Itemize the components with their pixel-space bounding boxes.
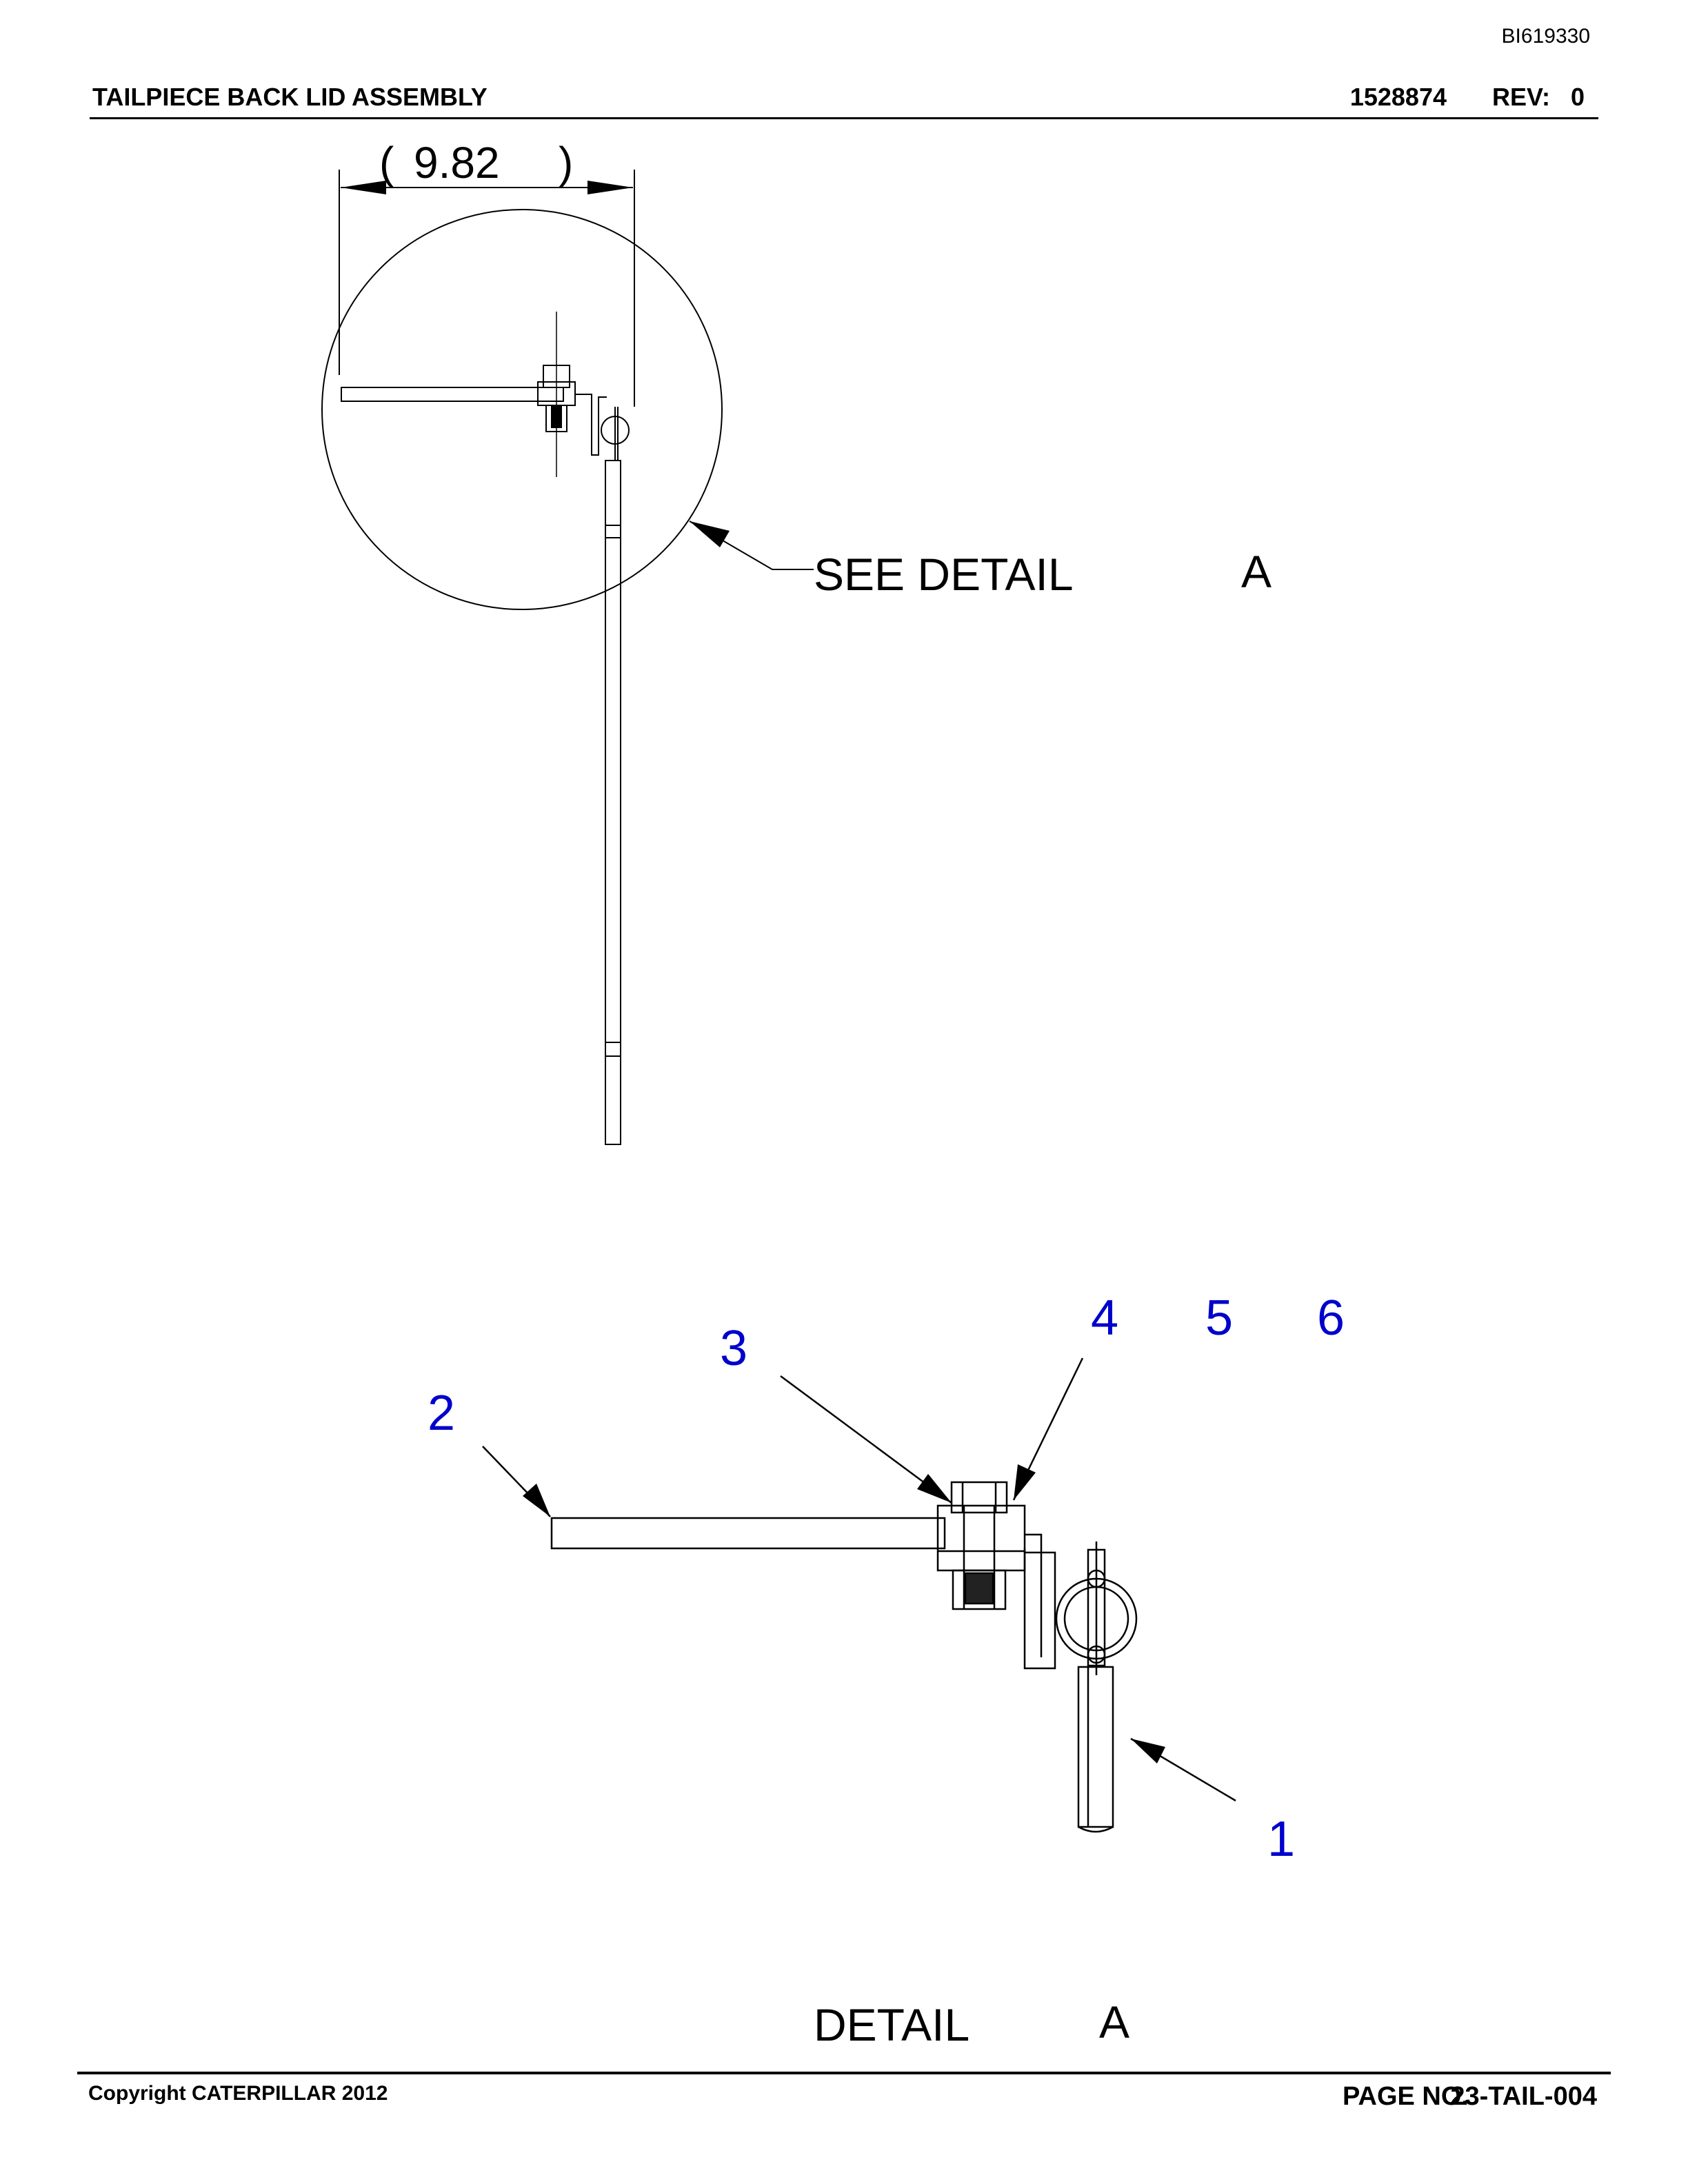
callout-2: 2	[428, 1386, 455, 1441]
detail-circle	[321, 209, 723, 610]
detail-thread	[964, 1572, 994, 1605]
dimension-value: 9.82	[414, 138, 500, 188]
bolt-head-small	[543, 365, 570, 388]
see-detail-letter: A	[1241, 546, 1272, 597]
detail-label: DETAIL	[814, 1999, 969, 2050]
callout-4: 4	[1091, 1291, 1118, 1346]
dimension-close-paren: )	[559, 138, 573, 188]
copyright: Copyright CATERPILLAR 2012	[88, 2082, 388, 2105]
detail-vertical-post	[1077, 1666, 1114, 1828]
vertical-post	[605, 460, 621, 1145]
revision-value: 0	[1570, 83, 1585, 111]
callout-5: 5	[1205, 1291, 1233, 1346]
lid-plate	[341, 387, 564, 402]
page-number: 23-TAIL-004	[1450, 2082, 1597, 2111]
hinge-bracket-small	[575, 394, 607, 456]
dimension-arrow-left	[341, 181, 386, 194]
leader-arrowhead-2	[523, 1484, 550, 1517]
page-title: TAILPIECE BACK LID ASSEMBLY	[92, 83, 488, 111]
leader-arrowhead-1	[1131, 1739, 1165, 1763]
overview-view	[321, 170, 814, 1145]
page-number-label: PAGE NO.	[1343, 2082, 1469, 2111]
detail-view	[482, 1357, 1236, 1833]
leader-arrowhead-3	[917, 1474, 952, 1503]
callout-1: 1	[1267, 1812, 1295, 1867]
callout-3: 3	[720, 1321, 747, 1376]
footer-rule	[77, 2072, 1611, 2074]
callout-6: 6	[1317, 1291, 1345, 1346]
detail-hinge-bracket	[1023, 1548, 1056, 1670]
document-id: BI619330	[1501, 25, 1590, 48]
bolt-nut-small	[545, 405, 567, 432]
dimension-open-paren: (	[379, 138, 394, 188]
bolt-thread-small	[551, 406, 562, 428]
page-header: TAILPIECE BACK LID ASSEMBLY 1528874 REV:…	[90, 83, 1598, 119]
detail-nut	[952, 1569, 1007, 1610]
see-detail-label: SEE DETAIL	[814, 549, 1074, 600]
leader-arrowhead-4	[1014, 1464, 1036, 1500]
detail-lid-plate	[550, 1517, 946, 1550]
detail-bolt-head	[950, 1481, 1008, 1514]
part-number: 1528874	[1349, 83, 1447, 111]
see-detail-arrowhead	[690, 521, 730, 547]
revision-label: REV:	[1491, 83, 1550, 111]
detail-letter: A	[1099, 1996, 1129, 2048]
dimension-arrow-right	[587, 181, 633, 194]
detail-clamp-plate	[936, 1504, 1026, 1572]
